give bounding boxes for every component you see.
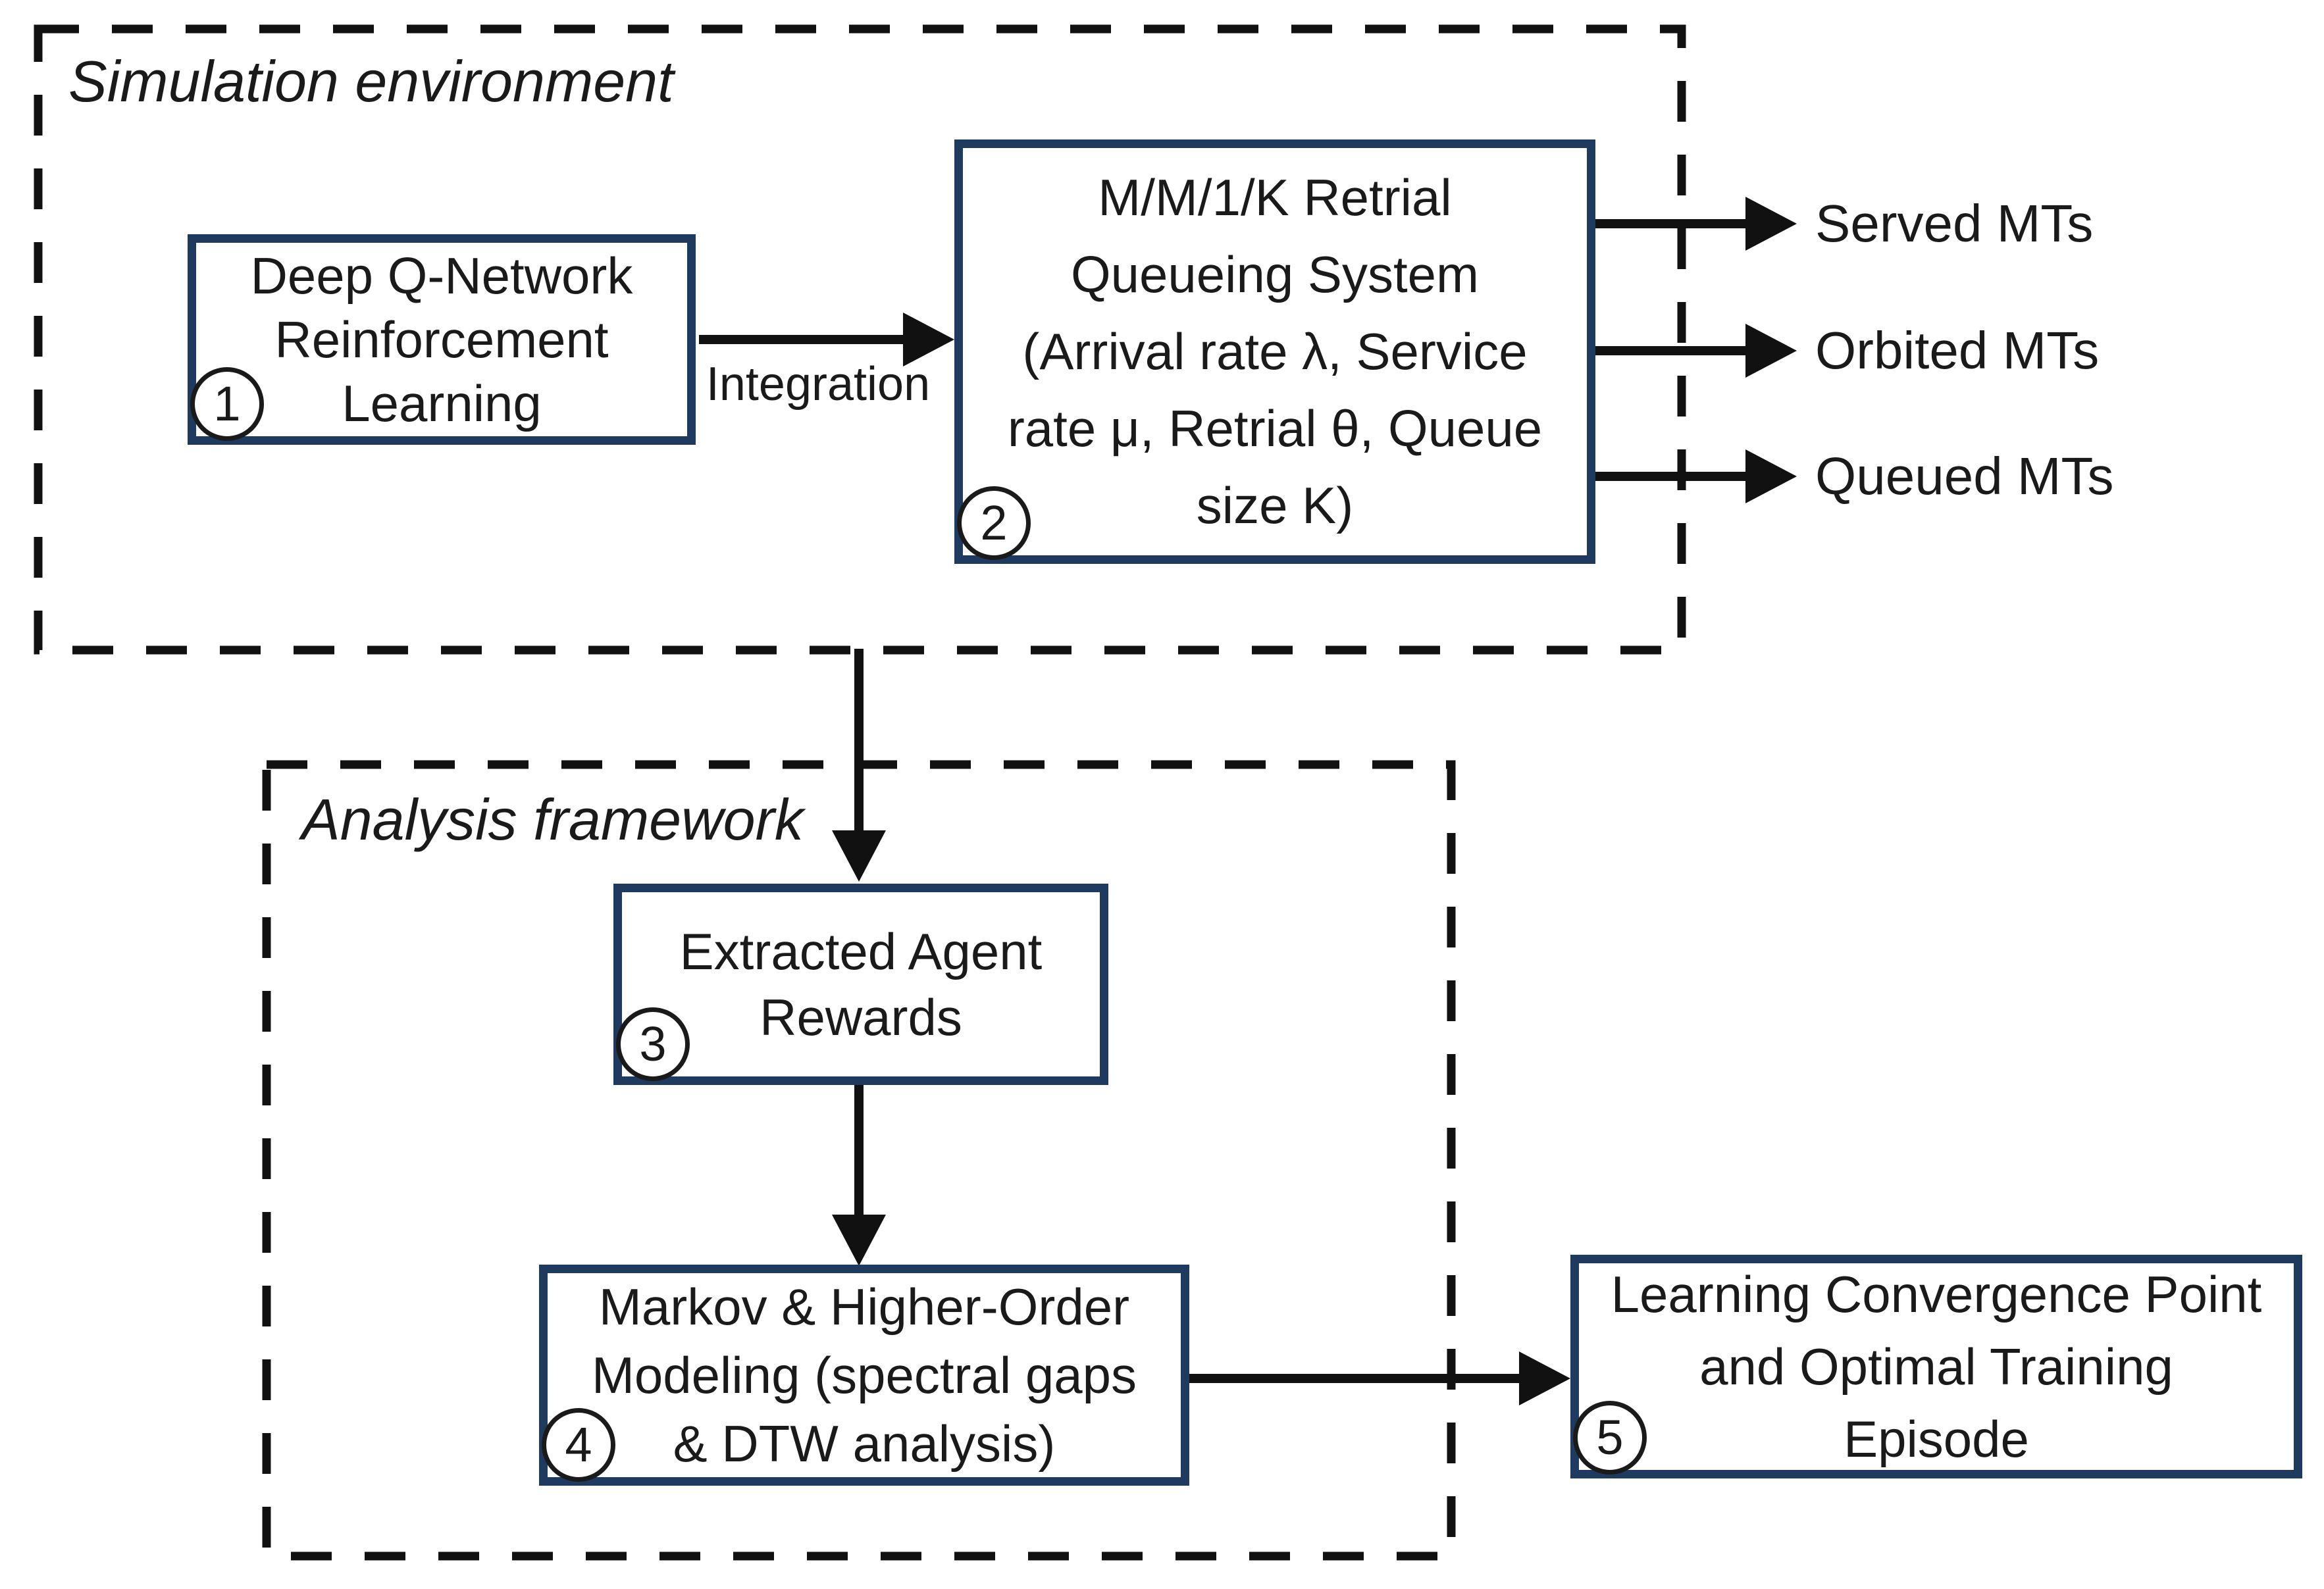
node-text-line: & DTW analysis) <box>673 1415 1056 1473</box>
step-number-badge: 4 <box>542 1408 615 1482</box>
node-text-line: Deep Q-Network <box>250 246 633 305</box>
node-learning-convergence-point: Learning Convergence Point and Optimal T… <box>1570 1255 2302 1478</box>
step-number-badge: 2 <box>957 486 1031 560</box>
node-text-line: Queueing System <box>1070 245 1479 303</box>
node-text-line: Learning Convergence Point <box>1611 1265 2262 1323</box>
node-deep-q-network: Deep Q-Network Reinforcement Learning 1 <box>188 234 696 445</box>
node-retrial-queueing-system: M/M/1/K Retrial Queueing System (Arrival… <box>954 139 1595 564</box>
integration-arrow-label: Integration <box>706 358 931 411</box>
markov-to-outcome-arrow-head <box>1519 1351 1570 1405</box>
output-label-served-mts: Served MTs <box>1815 194 2094 253</box>
node-text-line: M/M/1/K Retrial <box>1098 168 1452 226</box>
simulation-to-rewards-arrow-head <box>832 830 886 882</box>
simulation-group-label: Simulation environment <box>68 49 674 114</box>
rewards-to-markov-arrow-head <box>832 1215 886 1266</box>
step-number-badge: 1 <box>190 367 264 441</box>
queued-mts-arrow-head <box>1745 449 1797 503</box>
node-text-line: Episode <box>1844 1410 2029 1468</box>
step-number-badge: 3 <box>616 1007 690 1081</box>
analysis-group-label: Analysis framework <box>301 787 804 852</box>
node-text-line: Modeling (spectral gaps <box>591 1346 1137 1404</box>
node-text-line: (Arrival rate λ, Service <box>1022 322 1528 380</box>
integration-arrow-head <box>903 313 954 366</box>
orbited-mts-arrow-head <box>1745 324 1797 378</box>
step-number-badge: 5 <box>1573 1401 1647 1475</box>
node-markov-higher-order-modeling: Markov & Higher-Order Modeling (spectral… <box>539 1265 1189 1486</box>
node-text-line: Extracted Agent <box>679 922 1043 980</box>
node-extracted-agent-rewards: Extracted Agent Rewards 3 <box>613 884 1108 1085</box>
node-text-line: size K) <box>1196 476 1354 534</box>
simulation-group-dashed-border <box>34 24 1686 655</box>
output-label-queued-mts: Queued MTs <box>1815 447 2114 505</box>
node-text-line: Reinforcement <box>274 310 609 368</box>
node-text-line: and Optimal Training <box>1699 1338 2173 1396</box>
node-text-line: Rewards <box>760 988 962 1046</box>
node-text-line: rate μ, Retrial θ, Queue <box>1007 399 1543 457</box>
node-text-line: Markov & Higher-Order <box>598 1278 1130 1336</box>
served-mts-arrow-head <box>1745 197 1797 251</box>
node-text-line: Learning <box>342 374 542 432</box>
output-label-orbited-mts: Orbited MTs <box>1815 321 2100 380</box>
